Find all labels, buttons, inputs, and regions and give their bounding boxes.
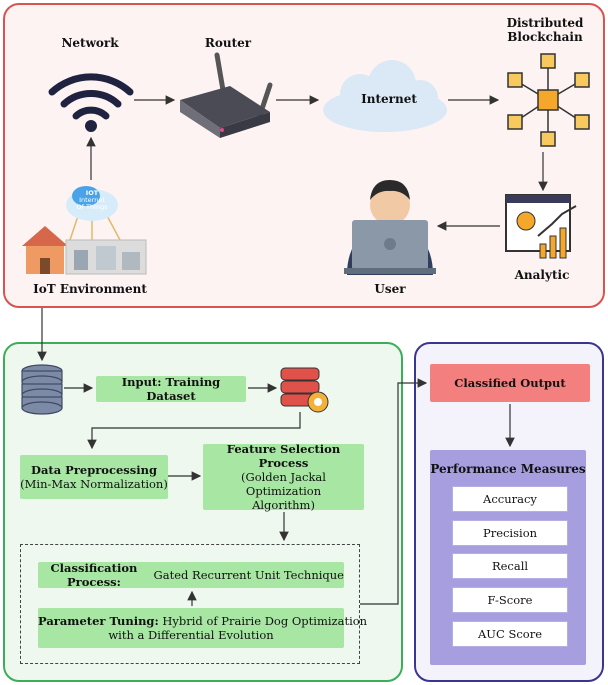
database-icon (21, 364, 63, 415)
metric-auc-score: AUC Score (452, 621, 568, 647)
data-preprocessing-box: Data Preprocessing (Min-Max Normalizatio… (20, 455, 168, 499)
classification-process-title: Classification Process: (50, 561, 138, 589)
user-label: User (374, 282, 406, 296)
router-icon (180, 52, 273, 138)
network-label: Network (61, 36, 119, 50)
metric-precision: Precision (452, 520, 568, 546)
metric-accuracy: Accuracy (452, 486, 568, 512)
parameter-tuning-box: Parameter Tuning: Hybrid of Prairie Dog … (38, 608, 367, 648)
iot-badge: IOT Internet Of Things (72, 190, 112, 211)
classified-output-label: Classified Output (454, 376, 566, 390)
metric-f-score: F-Score (452, 587, 568, 613)
iot-environment-label: IoT Environment (33, 282, 147, 296)
blockchain-icon (507, 53, 590, 147)
blockchain-label-line1: Distributed (506, 16, 584, 30)
parameter-tuning-title: Parameter Tuning: (38, 614, 159, 628)
analytic-label: Analytic (514, 268, 570, 282)
performance-measures-title: Performance Measures (430, 462, 586, 476)
feature-selection-box: Feature Selection Process (Golden Jackal… (203, 442, 364, 512)
feature-selection-title: Feature Selection Process (226, 442, 341, 470)
iot-badge-line3: Of Things (76, 203, 108, 211)
iot-house-icon (22, 186, 147, 275)
server-gear-icon (280, 367, 329, 413)
cloud-icon (323, 60, 447, 132)
wifi-icon (48, 73, 134, 120)
classification-process-box: Classification Process: Gated Recurrent … (38, 561, 344, 589)
feature-selection-subtitle-1: (Golden Jackal Optimization (241, 470, 326, 498)
internet-label: Internet (361, 92, 417, 106)
classification-process-detail: Gated Recurrent Unit Technique (149, 568, 344, 582)
blockchain-label-line2: Blockchain (507, 30, 583, 44)
data-preprocessing-subtitle: (Min-Max Normalization) (20, 477, 168, 491)
feature-selection-subtitle-2: Algorithm) (252, 498, 315, 512)
metric-recall: Recall (452, 553, 568, 579)
user-laptop-icon (344, 180, 436, 275)
router-label: Router (204, 36, 252, 50)
optimization-group (20, 544, 360, 664)
input-training-dataset-box: Input: Training Dataset (96, 375, 246, 403)
classified-output-box: Classified Output (430, 364, 590, 402)
parameter-tuning-line1: Parameter Tuning: Hybrid of Prairie Dog … (38, 614, 367, 628)
iot-badge-line1: IOT (85, 189, 99, 197)
analytic-chart-icon (505, 194, 577, 259)
data-preprocessing-title: Data Preprocessing (30, 463, 158, 477)
parameter-tuning-detail-2: with a Differential Evolution (108, 628, 274, 642)
iot-badge-line2: Internet (79, 196, 105, 204)
wifi-dot-icon (85, 120, 97, 132)
input-training-dataset-label: Input: Training Dataset (121, 375, 221, 403)
parameter-tuning-detail-1: Hybrid of Prairie Dog Optimization (158, 614, 368, 628)
